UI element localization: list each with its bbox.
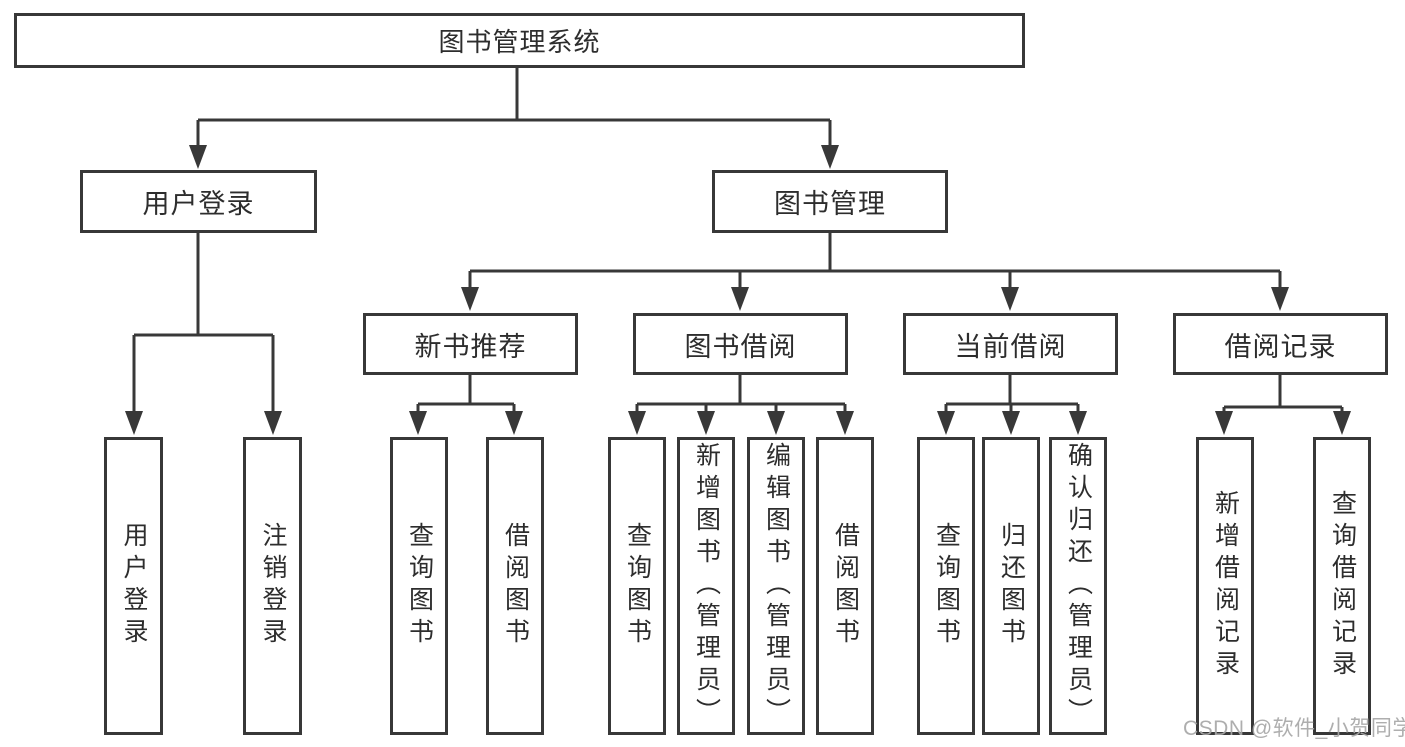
leaf-borrowing-borrow-books: 借阅图书 xyxy=(816,437,874,735)
connector-root-to-level2 xyxy=(189,68,839,169)
leaf-records-add-record-label: 新增借阅记录 xyxy=(1211,490,1240,682)
node-book-management-label: 图书管理 xyxy=(774,189,886,219)
arrowhead-icon xyxy=(1215,411,1233,435)
arrowhead-icon xyxy=(731,287,749,311)
leaf-newbook-borrow-books-label: 借阅图书 xyxy=(501,522,530,650)
node-current-borrowing-label: 当前借阅 xyxy=(954,331,1067,362)
node-borrowing-records: 借阅记录 xyxy=(1173,313,1388,375)
leaf-borrowing-add-books: 新增图书（管理员） xyxy=(677,437,735,735)
connector-book-management-children xyxy=(461,232,1289,311)
arrowhead-icon xyxy=(1271,287,1289,311)
arrowhead-icon xyxy=(821,145,839,169)
arrowhead-icon xyxy=(1001,287,1019,311)
leaf-current-confirm-return: 确认归还（管理员） xyxy=(1049,437,1107,735)
node-book-management: 图书管理 xyxy=(712,170,948,233)
node-root-label: 图书管理系统 xyxy=(438,27,601,57)
leaf-current-return-books-label: 归还图书 xyxy=(997,522,1026,650)
arrowhead-icon xyxy=(836,411,854,435)
arrowhead-icon xyxy=(264,411,282,435)
node-user-login: 用户登录 xyxy=(80,170,317,233)
leaf-current-query-books-label: 查询图书 xyxy=(932,522,961,650)
node-new-book-recommend-label: 新书推荐 xyxy=(414,331,527,362)
leaf-user-login-label: 用户登录 xyxy=(120,522,148,650)
leaf-user-login: 用户登录 xyxy=(104,437,163,735)
leaf-newbook-query-books: 查询图书 xyxy=(390,437,448,735)
arrowhead-icon xyxy=(189,145,207,169)
leaf-logout: 注销登录 xyxy=(243,437,302,735)
leaf-records-add-record: 新增借阅记录 xyxy=(1196,437,1254,735)
arrowhead-icon xyxy=(697,411,715,435)
leaf-borrowing-borrow-books-label: 借阅图书 xyxy=(831,522,860,650)
arrowhead-icon xyxy=(505,411,523,435)
node-current-borrowing: 当前借阅 xyxy=(903,313,1118,375)
node-new-book-recommend: 新书推荐 xyxy=(363,313,578,375)
connector-borrowing-records-children xyxy=(1215,374,1351,435)
arrowhead-icon xyxy=(1002,411,1020,435)
connector-user-login-children xyxy=(125,232,282,435)
node-user-login-label: 用户登录 xyxy=(142,189,255,219)
connector-book-borrowing-children xyxy=(628,374,854,435)
node-root: 图书管理系统 xyxy=(14,13,1025,68)
connector-new-book-children xyxy=(409,374,523,435)
leaf-current-query-books: 查询图书 xyxy=(917,437,975,735)
leaf-newbook-borrow-books: 借阅图书 xyxy=(486,437,544,735)
leaf-records-query-record: 查询借阅记录 xyxy=(1313,437,1371,735)
node-book-borrowing-label: 图书借阅 xyxy=(684,331,797,362)
leaf-borrowing-query-books: 查询图书 xyxy=(608,437,666,735)
leaf-borrowing-add-books-label: 新增图书（管理员） xyxy=(692,442,721,730)
arrowhead-icon xyxy=(461,287,479,311)
arrowhead-icon xyxy=(1333,411,1351,435)
csdn-watermark: CSDN @软件_小贺同学 xyxy=(1183,717,1405,740)
node-borrowing-records-label: 借阅记录 xyxy=(1224,331,1337,362)
node-book-borrowing: 图书借阅 xyxy=(633,313,848,375)
leaf-current-return-books: 归还图书 xyxy=(982,437,1040,735)
arrowhead-icon xyxy=(1069,411,1087,435)
leaf-newbook-query-books-label: 查询图书 xyxy=(405,522,434,650)
leaf-borrowing-edit-books: 编辑图书（管理员） xyxy=(747,437,805,735)
arrowhead-icon xyxy=(125,411,143,435)
leaf-borrowing-edit-books-label: 编辑图书（管理员） xyxy=(762,442,791,730)
arrowhead-icon xyxy=(409,411,427,435)
connector-current-borrowing-children xyxy=(937,374,1087,435)
leaf-logout-label: 注销登录 xyxy=(259,522,287,650)
leaf-borrowing-query-books-label: 查询图书 xyxy=(623,522,652,650)
arrowhead-icon xyxy=(628,411,646,435)
leaf-records-query-record-label: 查询借阅记录 xyxy=(1328,490,1357,682)
arrowhead-icon xyxy=(767,411,785,435)
leaf-current-confirm-return-label: 确认归还（管理员） xyxy=(1064,442,1093,730)
arrowhead-icon xyxy=(937,411,955,435)
